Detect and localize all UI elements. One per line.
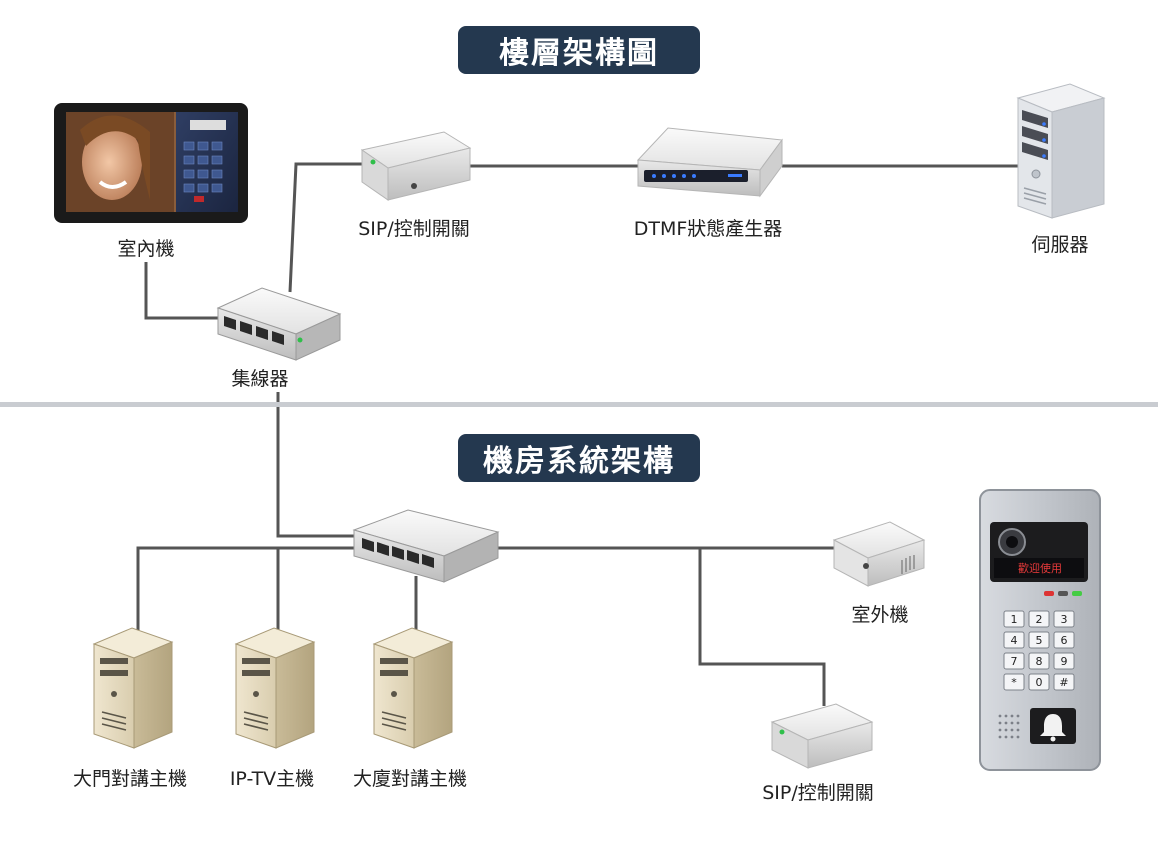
tower-server-icon xyxy=(234,627,316,749)
keypad-key xyxy=(1053,610,1075,628)
label-server: 伺服器 xyxy=(1031,234,1089,256)
dtmf-generator-icon xyxy=(636,127,783,198)
label-sip-switch-top: SIP/控制開關 xyxy=(358,218,470,240)
section-title-floor: 樓層架構圖 xyxy=(458,26,700,74)
outdoor-box-icon xyxy=(832,521,926,587)
wire-core-to-gate xyxy=(136,546,358,630)
connection-lines xyxy=(136,162,1020,706)
keypad-key xyxy=(1028,652,1050,670)
label-dtmf-generator: DTMF狀態產生器 xyxy=(633,218,783,240)
network-switch-icon xyxy=(352,509,500,583)
wire-indoor-to-hub xyxy=(144,262,222,320)
door-station-keypad: 1 2 3 4 5 6 7 8 9 * 0 # xyxy=(1003,610,1075,691)
keypad-key-label: # xyxy=(1059,676,1068,689)
label-hub: 集線器 xyxy=(231,368,289,390)
keypad-key-label: 3 xyxy=(1061,613,1068,626)
keypad-key xyxy=(1003,631,1025,649)
wire-hub-to-core-switch xyxy=(276,392,358,538)
keypad-key-label: 8 xyxy=(1036,655,1043,668)
keypad-key xyxy=(1028,673,1050,691)
bell-button xyxy=(1030,708,1076,744)
label-gate-intercom: 大門對講主機 xyxy=(72,768,188,790)
keypad-key-label: 0 xyxy=(1036,676,1043,689)
keypad-key-label: 9 xyxy=(1061,655,1068,668)
indoor-monitor-icon xyxy=(54,103,248,223)
keypad-key xyxy=(1028,631,1050,649)
tower-server-icon xyxy=(92,627,174,749)
network-hub-icon xyxy=(216,287,342,361)
keypad-key-label: 6 xyxy=(1061,634,1068,647)
label-building-intercom: 大廈對講主機 xyxy=(352,768,468,790)
keypad-key-label: 2 xyxy=(1036,613,1043,626)
tower-server-icon xyxy=(372,627,454,749)
keypad-key-label: 7 xyxy=(1011,655,1018,668)
label-iptv-host: IP-TV主機 xyxy=(229,768,315,790)
wire-core-to-sip-bottom xyxy=(698,548,826,706)
keypad-key xyxy=(1003,610,1025,628)
sip-switch-icon xyxy=(360,131,472,201)
wire-hub-to-sip-top xyxy=(288,162,368,293)
door-station-display: 歡迎使用 xyxy=(1018,561,1062,575)
tower-server-icon xyxy=(1016,83,1106,219)
section-title-machine-room: 機房系統架構 xyxy=(458,434,700,482)
keypad-key xyxy=(1028,610,1050,628)
keypad-key xyxy=(1053,673,1075,691)
sip-switch-icon xyxy=(770,703,874,769)
keypad-key-label: 1 xyxy=(1011,613,1018,626)
keypad-key-label: 5 xyxy=(1036,634,1043,647)
door-station-icon: 歡迎使用 1 2 3 4 5 6 7 8 9 * 0 # xyxy=(979,489,1101,771)
keypad-key-label: * xyxy=(1011,676,1017,689)
section-divider xyxy=(0,402,1158,407)
keypad-key xyxy=(1053,631,1075,649)
keypad-key xyxy=(1003,673,1025,691)
keypad-key xyxy=(1003,652,1025,670)
keypad-key xyxy=(1053,652,1075,670)
keypad-key-label: 4 xyxy=(1011,634,1018,647)
label-sip-switch-bottom: SIP/控制開關 xyxy=(762,782,874,804)
label-outdoor-unit: 室外機 xyxy=(851,604,909,626)
label-indoor-unit: 室內機 xyxy=(117,238,175,260)
